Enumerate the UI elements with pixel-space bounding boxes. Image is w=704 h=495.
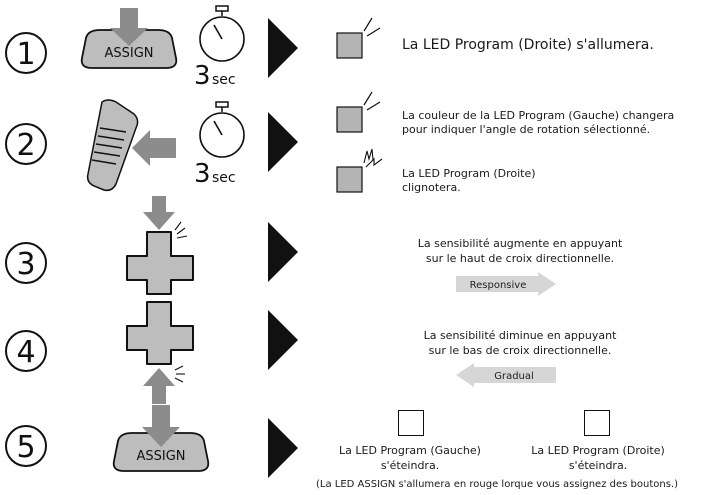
step-number-1-icon: 1 <box>5 32 47 74</box>
step-4-text: La sensibilité diminue en appuyant sur l… <box>370 328 670 358</box>
led-right-off-icon <box>584 410 610 436</box>
led-right-icon <box>336 17 381 59</box>
dpad-down-icon <box>126 301 194 404</box>
step-3-text-line2: sur le haut de croix directionnelle. <box>425 252 615 265</box>
assign-button-icon: ASSIGN <box>80 8 178 69</box>
step-2-text-a-line1: La couleur de la LED Program (Gauche) ch… <box>402 109 675 122</box>
step-5-left-line1: La LED Program (Gauche) <box>339 444 481 457</box>
led-left-icon <box>336 91 381 133</box>
step-3-text: La sensibilité augmente en appuyant sur … <box>370 236 670 266</box>
step-number-2-icon: 2 <box>5 123 47 165</box>
pointer-triangle-icon <box>268 18 298 78</box>
svg-text:3: 3 <box>194 159 211 189</box>
step-5-right-text: La LED Program (Droite) s'éteindra. <box>508 443 688 473</box>
svg-text:4: 4 <box>16 335 35 370</box>
pointer-triangle-icon-4 <box>268 310 298 370</box>
pointer-triangle-icon-3 <box>268 222 298 282</box>
stopwatch-icon: 3 sec <box>194 5 245 91</box>
svg-text:Gradual: Gradual <box>494 371 534 382</box>
svg-text:5: 5 <box>16 430 35 465</box>
step-1-text: La LED Program (Droite) s'allumera. <box>402 37 654 53</box>
led-left-off-icon <box>398 410 424 436</box>
pointer-triangle-icon-2 <box>268 112 298 172</box>
gradual-arrow-icon: Gradual <box>456 363 556 387</box>
step-5-right-line2: s'éteindra. <box>568 459 628 472</box>
svg-text:1: 1 <box>16 37 35 72</box>
svg-text:3: 3 <box>194 61 211 91</box>
step-5-left-line2: s'éteindra. <box>380 459 440 472</box>
led-blink-icon <box>336 148 383 193</box>
step-2-text-b-line2: clignotera. <box>402 181 461 194</box>
step-number-3-icon: 3 <box>5 242 47 284</box>
step-4-text-line2: sur le bas de croix directionnelle. <box>428 344 612 357</box>
svg-text:3: 3 <box>16 247 35 282</box>
step-number-4-icon: 4 <box>5 330 47 372</box>
step-4-text-line1: La sensibilité diminue en appuyant <box>423 329 617 342</box>
step-2-text-b: La LED Program (Droite) clignotera. <box>402 167 536 195</box>
svg-text:2: 2 <box>16 128 35 163</box>
controller-icon <box>86 99 176 192</box>
step-5-note: (La LED ASSIGN s'allumera en rouge lorqu… <box>316 479 678 490</box>
step-5-left-text: La LED Program (Gauche) s'éteindra. <box>320 443 500 473</box>
step-2-text-a: La couleur de la LED Program (Gauche) ch… <box>402 109 674 137</box>
stopwatch-icon-2: 3 sec <box>194 101 245 189</box>
step-2-text-a-line2: pour indiquer l'angle de rotation sélect… <box>402 123 651 136</box>
responsive-arrow-icon: Responsive <box>456 272 556 296</box>
dpad-up-icon <box>126 196 194 295</box>
step-3-text-line1: La sensibilité augmente en appuyant <box>417 237 623 250</box>
pointer-triangle-icon-5 <box>268 418 298 478</box>
step-2-text-b-line1: La LED Program (Droite) <box>402 167 536 180</box>
svg-text:ASSIGN: ASSIGN <box>136 449 185 464</box>
svg-text:Responsive: Responsive <box>470 280 527 291</box>
svg-text:ASSIGN: ASSIGN <box>104 46 153 61</box>
step-5-right-line1: La LED Program (Droite) <box>531 444 665 457</box>
svg-text:sec: sec <box>212 72 236 88</box>
assign-button-icon-5: ASSIGN <box>112 405 210 472</box>
svg-text:sec: sec <box>212 170 236 186</box>
step-number-5-icon: 5 <box>5 425 47 467</box>
